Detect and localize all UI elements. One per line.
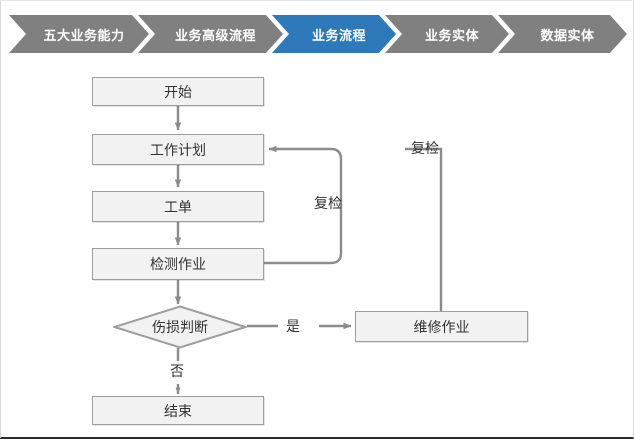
breadcrumb-label-3: 业务实体 [424,27,479,43]
breadcrumb-label-0: 五大业务能力 [43,27,125,43]
node-work-plan-label: 工作计划 [150,141,206,158]
node-inspection-task[interactable]: 检测作业 [92,248,264,280]
node-damage-decision-label: 伤损判断 [152,319,208,335]
node-damage-decision[interactable]: 伤损判断 [113,305,247,349]
breadcrumb: 五大业务能力 业务高级流程 业务流程 业务实体 数据实体 [1,15,634,53]
node-work-order[interactable]: 工单 [92,191,264,222]
diamond-shape [113,305,247,349]
breadcrumb-item-0[interactable]: 五大业务能力 [9,15,149,53]
node-inspection-task-label: 检测作业 [150,256,206,272]
edge-repair-recheck-to-work-plan [405,147,443,311]
node-start[interactable]: 开始 [92,77,264,106]
breadcrumb-label-2: 业务流程 [311,27,366,43]
breadcrumb-label-4: 数据实体 [540,27,595,43]
node-work-plan[interactable]: 工作计划 [92,134,264,165]
breadcrumb-item-1[interactable]: 业务高级流程 [138,15,283,53]
node-end[interactable]: 结束 [92,396,264,425]
edge-label-recheck-outer: 复检 [411,140,439,156]
breadcrumb-label-1: 业务高级流程 [174,27,256,43]
edge-label-yes: 是 [286,318,300,334]
breadcrumb-item-2[interactable]: 业务流程 [272,15,396,53]
node-repair-task-label: 维修作业 [413,318,470,335]
node-end-label: 结束 [164,402,192,419]
node-repair-task[interactable]: 维修作业 [355,311,528,342]
edge-label-no: 否 [170,363,184,379]
breadcrumb-item-3[interactable]: 业务实体 [385,15,509,53]
breadcrumb-item-4[interactable]: 数据实体 [498,15,627,53]
node-start-label: 开始 [164,83,192,100]
node-work-order-label: 工单 [164,198,192,215]
edge-label-recheck-inner: 复检 [314,195,342,211]
